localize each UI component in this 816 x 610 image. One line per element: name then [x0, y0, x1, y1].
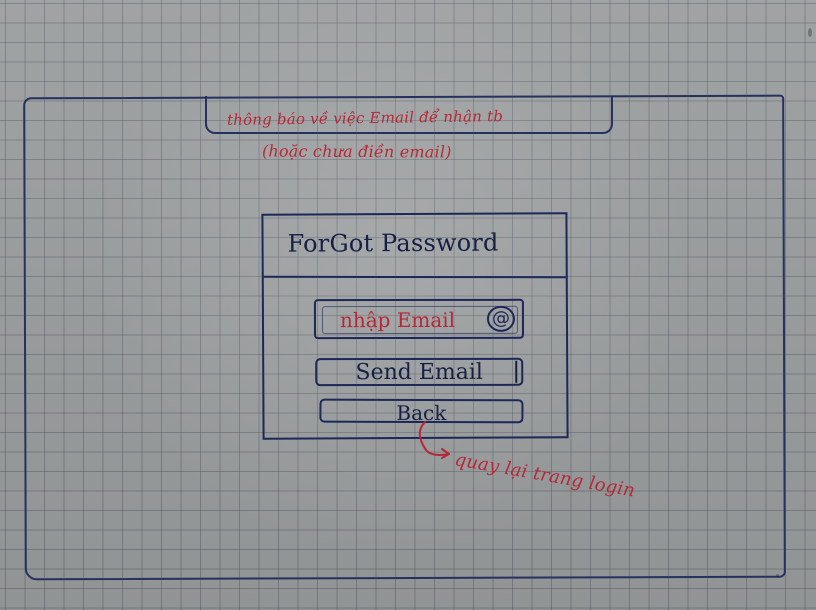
paper-mark	[776, 574, 779, 577]
notification-tab	[205, 96, 613, 134]
paper-mark	[808, 28, 812, 37]
at-symbol-icon: @	[486, 305, 515, 332]
notification-text-line-2: (hoặc chưa điền email)	[261, 141, 452, 162]
page-title: ForGot Password	[287, 228, 499, 258]
back-annotation-arrow-icon	[418, 421, 450, 459]
send-email-button-label: Send Email	[355, 359, 483, 386]
forgot-password-card: ForGot Password nhập Email @ Send Email …	[261, 212, 569, 440]
send-button-end-mark	[515, 360, 518, 383]
email-field[interactable]: nhập Email @	[313, 298, 524, 340]
email-placeholder: nhập Email	[339, 307, 456, 333]
title-divider	[263, 275, 566, 279]
notification-text-line-1: thông báo về việc Email để nhận tb	[226, 107, 504, 129]
send-email-button[interactable]: Send Email	[315, 357, 524, 387]
